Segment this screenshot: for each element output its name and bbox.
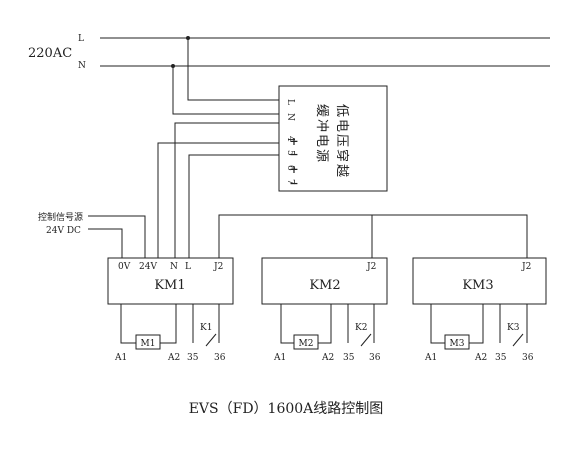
km3-box bbox=[412, 257, 547, 305]
km2-coil-wire bbox=[280, 304, 294, 344]
power-module-terminal-n: N bbox=[285, 113, 295, 121]
km1-bottom-a1: A1 bbox=[114, 353, 127, 363]
km1-coil-wire bbox=[120, 304, 136, 344]
power-module-plus-a: + bbox=[289, 135, 298, 148]
km2-coil-label: M2 bbox=[299, 339, 314, 349]
km2-coil-box bbox=[293, 334, 319, 350]
km3-terminal-j2: J2 bbox=[521, 262, 531, 272]
km2-contact-switch bbox=[360, 333, 372, 347]
power-module-terminal-7: 7 bbox=[285, 179, 295, 185]
km2-box bbox=[261, 257, 388, 305]
wire-l-to-module bbox=[187, 38, 279, 101]
km2-bottom-36: 36 bbox=[369, 353, 381, 363]
km1-terminal-l: L bbox=[185, 262, 191, 272]
power-module-box bbox=[278, 85, 388, 192]
wire-module-minus-to-l bbox=[188, 154, 279, 258]
km3-coil-box bbox=[444, 334, 470, 350]
km1-box bbox=[107, 257, 234, 305]
wire-n-to-module bbox=[172, 66, 279, 115]
wire-signal-to-0v bbox=[88, 228, 123, 258]
km1-contact-switch bbox=[205, 333, 217, 347]
km3-label: KM3 bbox=[462, 278, 493, 293]
km3-bottom-a1: A1 bbox=[424, 353, 437, 363]
wire-j2-bus bbox=[218, 214, 528, 258]
km3-contact-switch bbox=[512, 333, 524, 347]
power-module-title-line-2: 缓冲电源 bbox=[314, 104, 329, 164]
km2-bottom-a2: A2 bbox=[321, 353, 334, 363]
power-module-minus-b: − bbox=[289, 177, 298, 190]
power-module-plus-b: + bbox=[289, 163, 298, 176]
power-module-terminal-4: 4 bbox=[285, 136, 295, 142]
km2-contact-label: K2 bbox=[355, 323, 367, 333]
km2-bottom-35: 35 bbox=[343, 353, 355, 363]
control-signal-label: 控制信号源 bbox=[38, 211, 83, 223]
wire-module-to-n bbox=[174, 122, 279, 258]
wire-signal-to-24v bbox=[88, 215, 146, 258]
km1-coil-label: M1 bbox=[141, 339, 156, 349]
km1-coil-return-wire bbox=[160, 304, 177, 344]
power-module-minus-a: − bbox=[289, 148, 298, 161]
line-n-label: N bbox=[78, 61, 86, 71]
km2-coil-return-wire bbox=[318, 304, 332, 344]
km3-coil-wire bbox=[430, 304, 445, 344]
km3-bottom-36: 36 bbox=[522, 353, 534, 363]
km1-label: KM1 bbox=[154, 278, 185, 293]
wire-module-plus-to-24v bbox=[157, 142, 279, 258]
km1-terminal-n: N bbox=[170, 262, 178, 272]
power-module-terminal-6: 6 bbox=[285, 165, 295, 171]
km1-terminal-24v: 24V bbox=[139, 262, 157, 272]
km1-coil-box bbox=[135, 334, 161, 350]
km3-bottom-35: 35 bbox=[495, 353, 507, 363]
supply-voltage-label: 220AC bbox=[28, 46, 72, 61]
power-module-terminal-l: L bbox=[285, 99, 295, 105]
km3-contact-label: K3 bbox=[507, 323, 520, 333]
km1-bottom-a2: A2 bbox=[167, 353, 180, 363]
km1-terminal-j2: J2 bbox=[213, 262, 223, 272]
power-module-terminal-5: 5 bbox=[285, 150, 295, 156]
km1-bottom-36: 36 bbox=[214, 353, 226, 363]
km2-bottom-a1: A1 bbox=[273, 353, 286, 363]
km2-label: KM2 bbox=[309, 278, 340, 293]
km3-coil-return-wire bbox=[469, 304, 484, 344]
diagram-caption: EVS（FD）1600A线路控制图 bbox=[189, 401, 384, 417]
km2-terminal-j2: J2 bbox=[366, 262, 376, 272]
line-l-label: L bbox=[78, 34, 84, 44]
km1-bottom-35: 35 bbox=[187, 353, 199, 363]
km3-bottom-a2: A2 bbox=[474, 353, 487, 363]
power-module-title-line-1: 低电压穿越 bbox=[334, 104, 350, 179]
km3-coil-label: M3 bbox=[450, 339, 465, 349]
km1-terminal-0v: 0V bbox=[118, 262, 131, 272]
control-signal-voltage: 24V DC bbox=[46, 226, 81, 236]
km1-contact-label: K1 bbox=[200, 323, 212, 333]
